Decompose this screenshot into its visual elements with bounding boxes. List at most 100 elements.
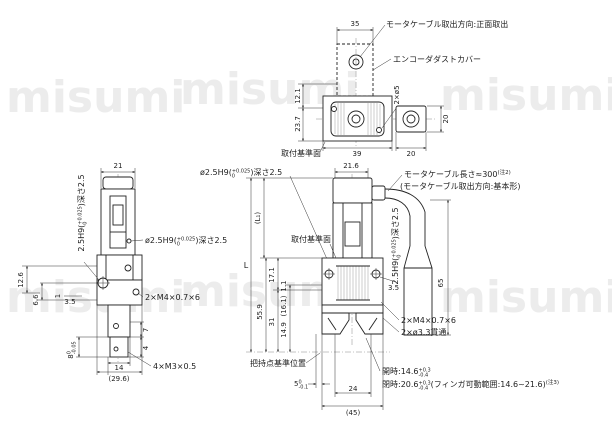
dim-l: L: [244, 261, 249, 270]
mount-ref-label: 取付基準面: [281, 148, 321, 158]
pin-hole-side-label: 2.5H9(+0.0250 )深さ2.5: [391, 207, 403, 284]
pin-hole-tol-lower: 0: [83, 222, 89, 225]
pin-hole-prefix: 2.5H9(: [77, 225, 86, 252]
dim-8-value: 8: [67, 354, 75, 358]
dim-12-1: 12.1: [294, 88, 302, 104]
dim-5-tol-lower: -0.1: [298, 385, 308, 391]
side-view-outline: [395, 105, 427, 133]
mount-ref-label: 取付基準面: [291, 234, 331, 244]
encoder-cap: [102, 176, 134, 190]
dim-8-tol-upper: 0: [67, 351, 73, 354]
pin-hole-tol-upper: +0.025: [232, 169, 251, 175]
finger-right: [355, 312, 384, 335]
thread-m4-label: 2×M4×0.7×6: [145, 293, 200, 302]
thread-m3-label: 4×M3×0.5: [153, 362, 196, 371]
dim-4: 4: [142, 345, 150, 350]
pin-hole-prefix: ø2.5H9(: [200, 168, 232, 177]
closed-value: 閉時:20.6: [382, 380, 419, 389]
center-bore: [347, 110, 365, 128]
thread-m4-label: 2×M4×0.7×6: [401, 316, 456, 325]
body-ribs: [336, 265, 370, 301]
holes-label: 2×ø5: [393, 85, 401, 104]
cable-direction-label: モータケーブル取出方向:正面取出: [386, 19, 508, 29]
pin-hole-tol-upper: +0.025: [78, 206, 84, 225]
through-hole-label: 2×ø3.3貫通: [401, 327, 446, 337]
dim-7: 7: [142, 328, 150, 332]
pin-hole-tol-lower: 0: [397, 255, 403, 258]
top-view: 35 12.1 23.7: [281, 19, 508, 158]
dim-21-6: 21.6: [343, 162, 359, 170]
pin-hole-suffix: )深さ2.5: [250, 168, 282, 177]
watermark-text: misumi: [440, 272, 612, 323]
watermark-text: misumi: [6, 272, 185, 323]
dim-35: 35: [351, 20, 360, 28]
dim-3-5: 3.5: [64, 298, 75, 306]
encoder: [332, 177, 373, 204]
grip-ref-label: 把持点基準位置: [250, 358, 306, 368]
dim-21: 21: [114, 162, 123, 170]
dim-17-1: 17.1: [268, 267, 276, 283]
pin-hole-tol-upper: +0.025: [392, 239, 398, 258]
open-tol-upper: +0.3: [419, 368, 431, 374]
dim-5-tol-upper: 0: [298, 380, 301, 386]
dim-8: 80-0.05: [67, 341, 78, 358]
finger-base: [321, 304, 384, 314]
cable-length-text: モータケーブル長さ≈300: [404, 169, 498, 179]
pin-hole-prefix: 2.5H9(: [391, 258, 400, 285]
note-3: (注3): [546, 378, 559, 386]
note-2: (注2): [498, 168, 511, 176]
open-tol-lower: -0.4: [418, 373, 428, 379]
dim-45: (45): [346, 409, 361, 417]
motor-body: [100, 188, 136, 256]
dust-cover-label: エンコーダダストカバー: [393, 54, 481, 64]
dim-14-9: 14.9: [280, 322, 288, 338]
dim-5: 50-0.1: [294, 380, 308, 391]
mount-hole: [376, 127, 382, 133]
dim-31: 31: [268, 318, 276, 327]
dim-bottom-20: 20: [407, 150, 416, 158]
dim-l1: (L₁): [254, 212, 262, 224]
pin-hole-side-label: 2.5H9(+0.0250 )深さ2.5: [77, 174, 89, 251]
watermark: misumi misumi misumi misumi misumi misum…: [6, 64, 612, 323]
dim-1-1: 1.1: [280, 280, 288, 291]
dim-29-6: (29.6): [108, 375, 129, 383]
closed-tol-upper: +0.3: [419, 381, 431, 387]
dim-24: 24: [349, 385, 358, 393]
pin-hole-tol-lower: 0: [232, 174, 235, 180]
dim-5-value: 5: [294, 380, 298, 388]
watermark-text: misumi: [440, 70, 612, 121]
finger: [107, 304, 131, 338]
open-value: 開時:14.6: [382, 367, 419, 376]
dim-side-20: 20: [442, 115, 450, 124]
watermark-text: misumi: [6, 72, 185, 123]
mount-hole: [331, 106, 337, 112]
dim-3-5: 3.5: [388, 284, 399, 292]
cable-length-label: モータケーブル長さ≈300(注2): [404, 168, 511, 179]
gripper-body: [321, 257, 384, 306]
gripper-upper-block: [96, 254, 143, 281]
dim-65: 65: [437, 279, 445, 288]
pin-hole-suffix: )深さ2.5: [391, 207, 400, 239]
dim-1: 1: [54, 294, 62, 298]
finger-left: [321, 312, 350, 335]
pin-hole-suffix: )深さ2.5: [195, 236, 227, 245]
closed-dimension: 閉時:20.6+0.3-0.4(フィンガ可動範囲:14.6~21.6)(注3): [382, 378, 559, 392]
pin-hole-prefix: ø2.5H9(: [145, 236, 177, 245]
pin-hole-tol-upper: +0.025: [177, 237, 196, 243]
motor-cable: [384, 188, 426, 246]
pin-hole-suffix: )深さ2.5: [77, 174, 86, 206]
cable-direction-label: (モータケーブル取出方向:基本形): [400, 181, 520, 191]
dim-14: 14: [115, 364, 124, 372]
closed-tol-lower: -0.4: [418, 386, 428, 392]
dim-16-1: (16.1): [280, 295, 288, 316]
dim-6-6: 6.6: [32, 294, 40, 306]
open-dimension: 開時:14.6+0.3-0.4: [382, 367, 431, 379]
dim-12-6: 12.6: [17, 272, 25, 288]
dim-55-9: 55.9: [256, 304, 264, 320]
dim-39: 39: [353, 150, 362, 158]
left-view: 21 12.6 6.6 1 3.5 2.5H9(+0.02: [17, 162, 227, 383]
